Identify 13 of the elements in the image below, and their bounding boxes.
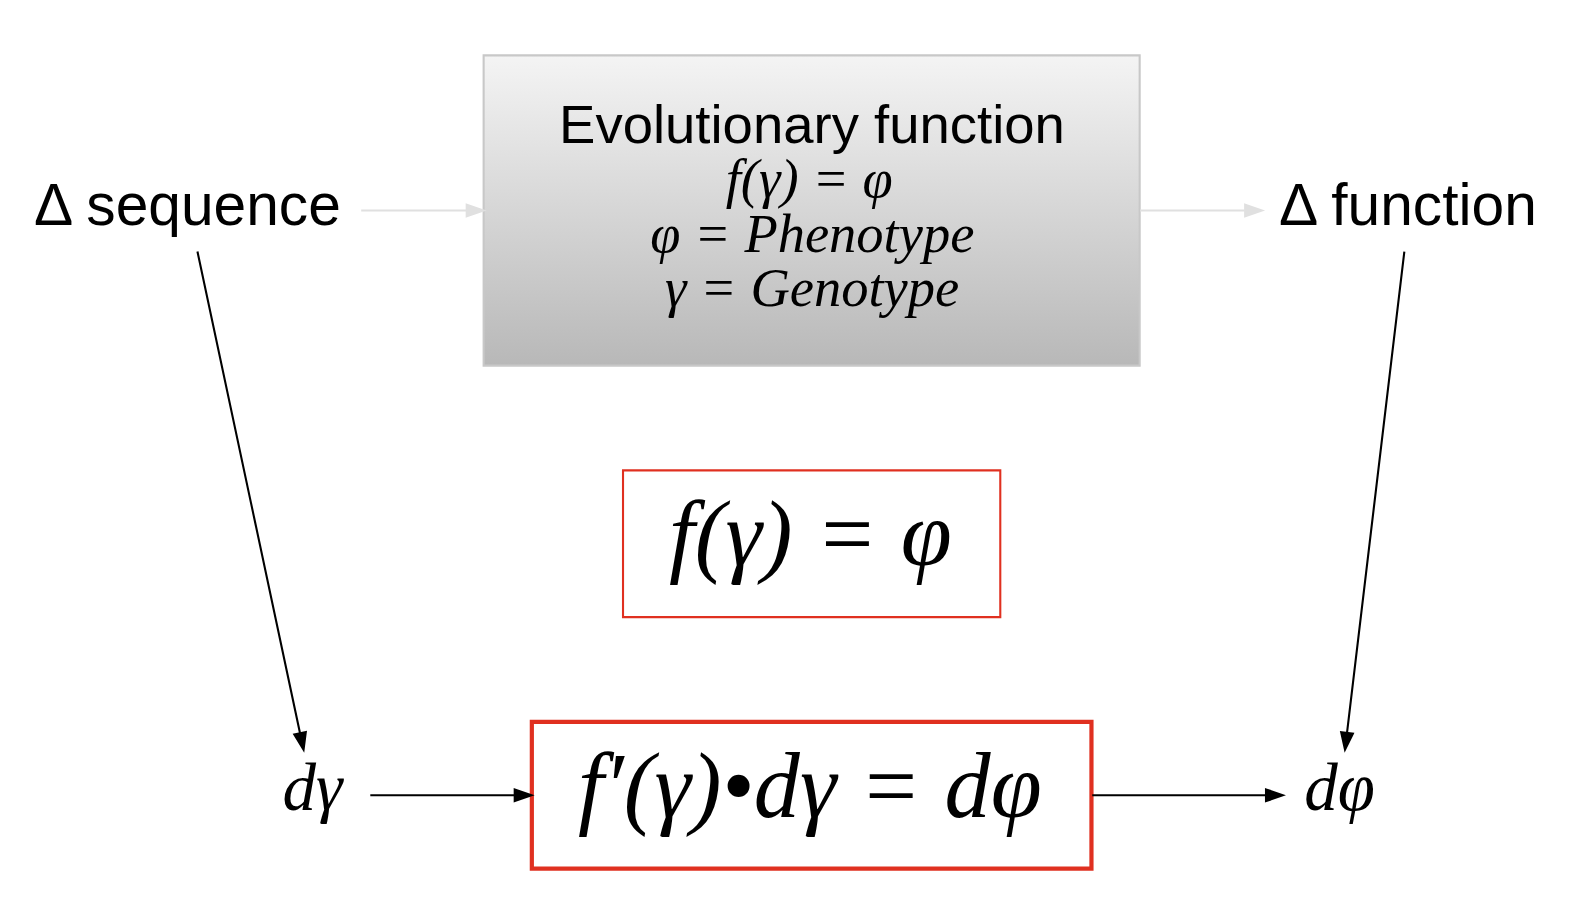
arrow [196,250,307,753]
node-text: Δ sequence [34,171,341,237]
arrow [1140,202,1266,218]
node-box: Evolutionary function f(γ) = φ φ = Phenotype γ = Genotype [482,53,1141,367]
arrow [361,202,487,218]
arrow [370,787,535,803]
arrow [1339,250,1406,753]
node-box: f′(γ)•dγ = dφ [529,719,1094,871]
arrow [1092,787,1286,803]
node-text: dγ [282,749,343,825]
node-box: f(γ) = φ [621,468,1002,618]
node-text: Δ function [1279,171,1537,237]
node-text: dφ [1304,749,1375,825]
